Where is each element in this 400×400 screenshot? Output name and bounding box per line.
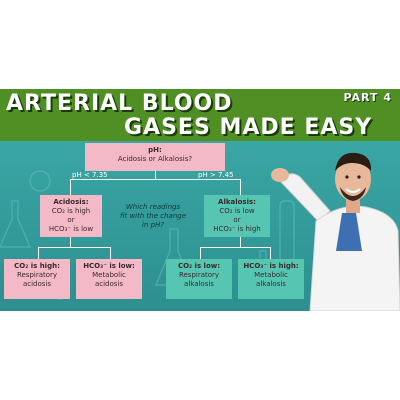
- leaf-line2: alkalosis: [256, 280, 286, 288]
- connector-leaf4: [270, 247, 271, 259]
- part-label: PART 4: [343, 91, 392, 104]
- video-thumbnail[interactable]: ARTERIAL BLOOD GASES MADE EASY PART 4: [0, 89, 400, 311]
- connector-top: [155, 171, 156, 179]
- alkalosis-line2: or: [233, 216, 241, 224]
- leaf-line1: Metabolic: [92, 271, 126, 279]
- title-line-1: ARTERIAL BLOOD: [6, 91, 233, 116]
- connector-right-sub: [240, 237, 241, 247]
- leaf-line2: acidosis: [22, 280, 52, 288]
- connector-leaf1: [38, 247, 39, 259]
- alkalosis-node: Alkalosis: CO₂ is low or HCO₃⁻ is high: [204, 195, 270, 237]
- leaf-metabolic-alkalosis: HCO₃⁻ is high: Metabolic alkalosis: [238, 259, 304, 299]
- leaf-line1: Metabolic: [254, 271, 288, 279]
- leaf-metabolic-acidosis: HCO₃⁻ is low: Metabolic acidosis: [76, 259, 142, 299]
- middle-line3: in pH?: [141, 221, 165, 229]
- diagram-scene: pH: Acidosis or Alkalosis? pH < 7.35 pH …: [0, 141, 400, 311]
- presenter-illustration: [271, 152, 400, 311]
- branch-right-label: pH > 7.45: [198, 171, 234, 179]
- middle-question: Which readings fit with the change in pH…: [112, 203, 194, 230]
- connector-left-down: [70, 179, 71, 195]
- leaf-title: CO₂ is low:: [177, 262, 221, 270]
- alkalosis-title: Alkalosis:: [218, 198, 256, 206]
- connector-right-split: [200, 247, 270, 248]
- middle-line2: fit with the change: [119, 212, 187, 220]
- alkalosis-line1: CO₂ is low: [219, 207, 255, 215]
- acidosis-line3: HCO₃⁻ is low: [48, 225, 94, 233]
- middle-line1: Which readings: [125, 203, 181, 211]
- leaf-line2: alkalosis: [184, 280, 214, 288]
- title-line-2: GASES MADE EASY: [124, 115, 373, 140]
- leaf-title: CO₂ is high:: [14, 262, 60, 270]
- acidosis-line1: CO₂ is high: [51, 207, 91, 215]
- connector-leaf3: [200, 247, 201, 259]
- leaf-line1: Respiratory: [178, 271, 220, 279]
- leaf-respiratory-alkalosis: CO₂ is low: Respiratory alkalosis: [166, 259, 232, 299]
- leaf-title: HCO₃⁻ is high:: [243, 262, 299, 270]
- title-banner: ARTERIAL BLOOD GASES MADE EASY PART 4: [0, 89, 400, 141]
- connector-left-sub: [70, 237, 71, 247]
- branch-left-label: pH < 7.35: [72, 171, 108, 179]
- leaf-title: HCO₃⁻ is low:: [83, 262, 135, 270]
- acidosis-line2: or: [67, 216, 75, 224]
- connector-right-down: [240, 179, 241, 195]
- ph-node-title: pH:: [148, 146, 162, 154]
- acidosis-node: Acidosis: CO₂ is high or HCO₃⁻ is low: [40, 195, 102, 237]
- alkalosis-line3: HCO₃⁻ is high: [213, 225, 261, 233]
- connector-branch: [70, 179, 240, 180]
- leaf-line2: acidosis: [94, 280, 124, 288]
- connector-left-split: [38, 247, 110, 248]
- leaf-line1: Respiratory: [16, 271, 58, 279]
- ph-node: pH: Acidosis or Alkalosis?: [85, 143, 225, 171]
- acidosis-title: Acidosis:: [53, 198, 89, 206]
- connector-leaf2: [110, 247, 111, 259]
- ph-node-question: Acidosis or Alkalosis?: [117, 155, 193, 163]
- leaf-respiratory-acidosis: CO₂ is high: Respiratory acidosis: [4, 259, 70, 299]
